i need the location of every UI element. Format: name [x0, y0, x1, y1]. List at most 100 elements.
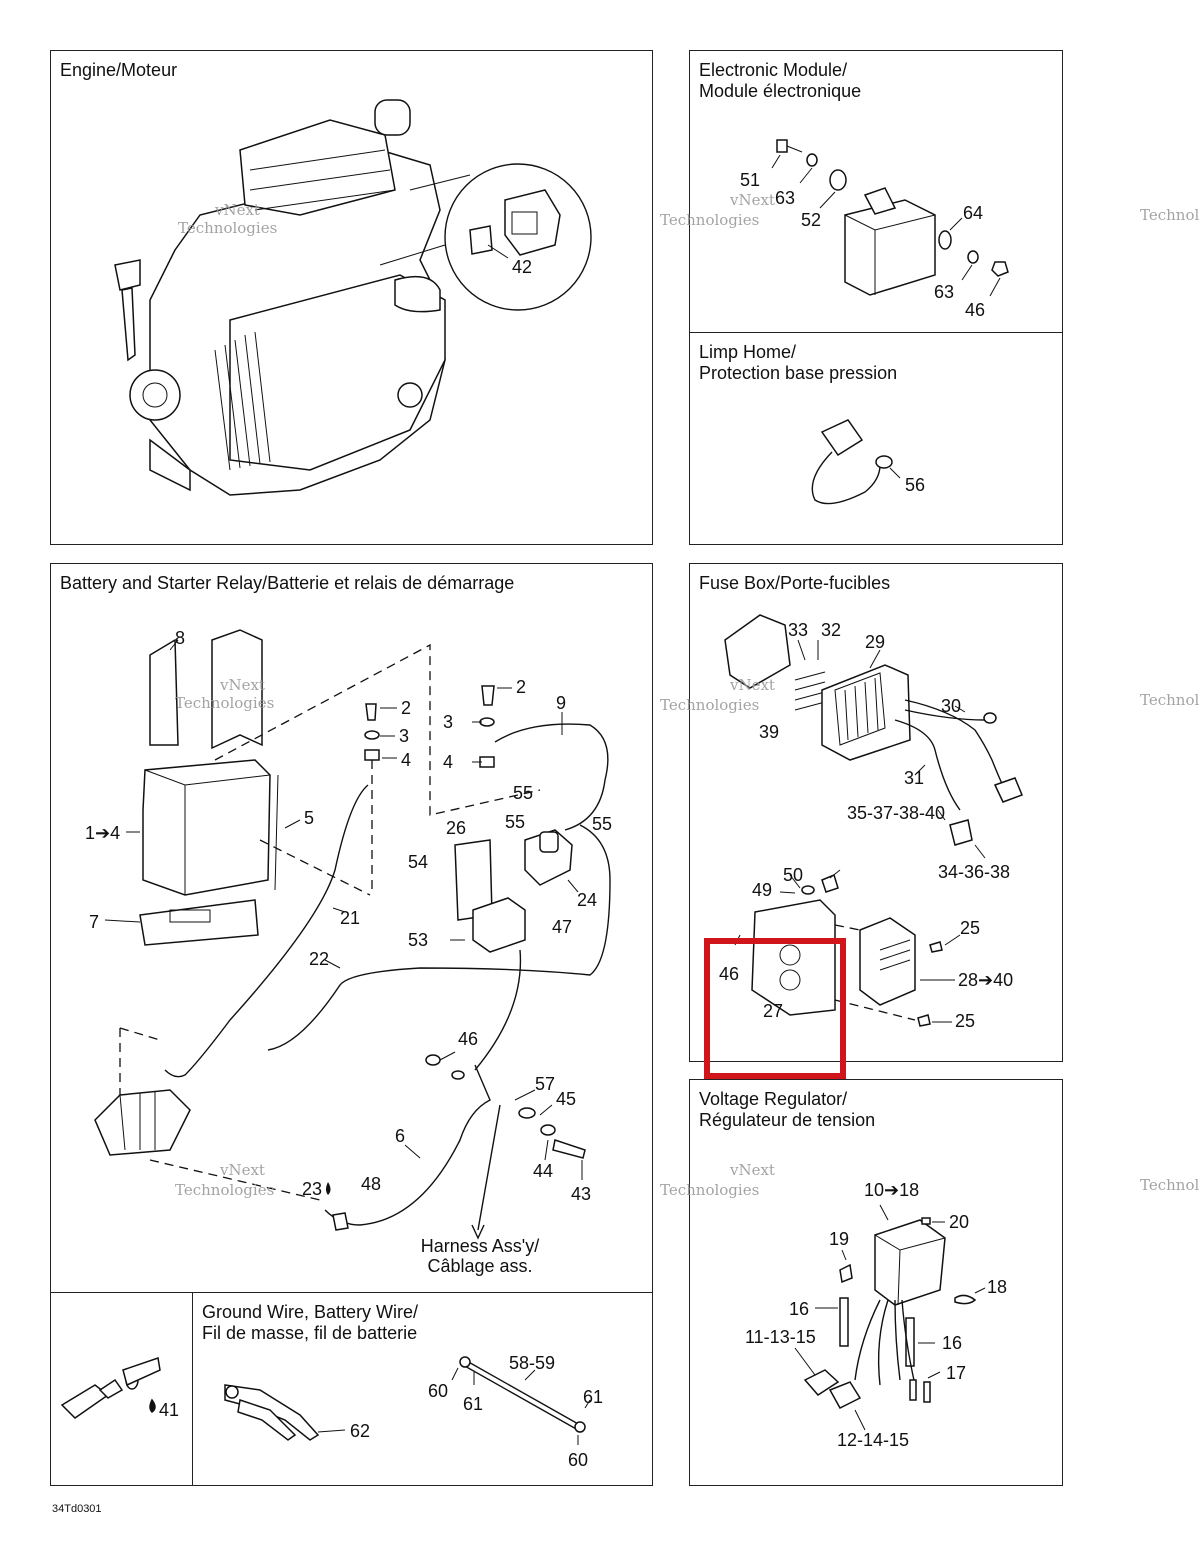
- ground-connector-illustration: [60, 1357, 161, 1419]
- part-label: 9: [556, 693, 566, 713]
- watermark-line1: vNext: [729, 191, 775, 209]
- ground-wire-panel: Ground Wire, Battery Wire/ Fil de masse,…: [192, 1292, 653, 1486]
- fuse-box-illustration: [724, 614, 1023, 1027]
- highlight-box: [704, 938, 846, 1079]
- part-label: 45: [556, 1089, 576, 1109]
- part-label: 3: [399, 726, 409, 746]
- watermark-line2: Technologies: [178, 219, 277, 237]
- part-label: 55: [592, 814, 612, 834]
- part-label: 53: [408, 930, 428, 950]
- part-label: 63: [934, 282, 954, 302]
- part-label: 61: [583, 1387, 603, 1407]
- part-label: 20: [949, 1212, 969, 1232]
- part-label: 64: [963, 203, 983, 223]
- harness-label: Harness Ass'y/ Câblage ass.: [420, 1236, 540, 1276]
- drop-icon: [326, 1182, 331, 1195]
- part-label: 55: [505, 812, 525, 832]
- engine-title: Engine/Moteur: [60, 60, 178, 80]
- part-label: 8: [175, 628, 185, 648]
- part-label: 46: [719, 964, 739, 984]
- voltage-regulator-title: Voltage Regulator/ Régulateur de tension: [699, 1089, 876, 1130]
- figure-code: 34Td0301: [52, 1503, 102, 1515]
- part-label: 49: [752, 880, 772, 900]
- watermark-line1: vNext: [214, 201, 260, 219]
- watermark-line2: Technologies: [175, 694, 274, 712]
- part-label: 43: [571, 1184, 591, 1204]
- part-label: 62: [350, 1421, 370, 1441]
- part-label: 55: [513, 783, 533, 803]
- watermark-line1: vNext: [729, 1161, 775, 1179]
- part-label: 7: [89, 912, 99, 932]
- part-label: 22: [309, 949, 329, 969]
- voltage-regulator-illustration: [794, 1204, 986, 1431]
- limp-home-illustration: [811, 419, 901, 505]
- watermark-line2: Technologies: [1140, 206, 1200, 224]
- part-label: 44: [533, 1161, 553, 1181]
- part-label: 24: [577, 890, 597, 910]
- watermarks: vNext Technologies vNext Technologies vN…: [175, 191, 1200, 1199]
- battery-wire-illustration: [451, 1356, 591, 1445]
- part-label: 5: [304, 808, 314, 828]
- part-label: 28➔40: [958, 970, 1013, 990]
- connector-42-callout: [379, 163, 592, 311]
- part-label: 16: [942, 1333, 962, 1353]
- watermark-line2: Technologies: [1140, 1176, 1200, 1194]
- part-label: 60: [428, 1381, 448, 1401]
- part-label: 29: [865, 632, 885, 652]
- part-label: 57: [535, 1074, 555, 1094]
- part-label: 32: [821, 620, 841, 640]
- watermark-line2: Technologies: [660, 211, 759, 229]
- ground-wire-left-panel: [50, 1292, 193, 1486]
- part-label: 18: [987, 1277, 1007, 1297]
- watermark-line2: Technologies: [660, 1181, 759, 1199]
- watermark-line1: vNext: [729, 676, 775, 694]
- part-label: 2: [516, 677, 526, 697]
- part-label: 1➔4: [85, 823, 120, 843]
- fuse-box-title: Fuse Box/Porte-fucibles: [699, 573, 891, 593]
- electronic-module-title: Electronic Module/ Module électronique: [699, 60, 862, 101]
- part-label: 25: [955, 1011, 975, 1031]
- part-label: 54: [408, 852, 428, 872]
- part-label: 10➔18: [864, 1180, 919, 1200]
- part-label: 27: [763, 1001, 783, 1021]
- part-label: 42: [512, 257, 532, 277]
- electronic-module-illustration: [771, 139, 1009, 297]
- part-label: 48: [361, 1174, 381, 1194]
- part-label: 33: [788, 620, 808, 640]
- part-label: 21: [340, 908, 360, 928]
- part-label: 12-14-15: [837, 1430, 909, 1450]
- watermark-line2: Technologies: [1140, 691, 1200, 709]
- part-label: 46: [458, 1029, 478, 1049]
- part-label: 41: [159, 1400, 179, 1420]
- part-label: 50: [783, 865, 803, 885]
- part-label: 26: [446, 818, 466, 838]
- part-label: 4: [401, 750, 411, 770]
- part-label: 34-36-38: [938, 862, 1010, 882]
- crimp-tool-illustration: [224, 1384, 346, 1441]
- part-label: 25: [960, 918, 980, 938]
- watermark-line1: vNext: [219, 676, 265, 694]
- part-label: 58-59: [509, 1353, 555, 1373]
- engine-illustration: [114, 99, 446, 496]
- limp-home-title: Limp Home/ Protection base pression: [699, 342, 898, 383]
- part-label: 30: [941, 696, 961, 716]
- part-label: 31: [904, 768, 924, 788]
- part-label: 60: [568, 1450, 588, 1470]
- part-label: 46: [965, 300, 985, 320]
- part-label: 11-13-15: [745, 1327, 816, 1347]
- part-label: 4: [443, 752, 453, 772]
- part-label: 16: [789, 1299, 809, 1319]
- part-label: 52: [801, 210, 821, 230]
- watermark-line2: Technologies: [660, 696, 759, 714]
- part-label: 2: [401, 698, 411, 718]
- limp-home-panel: Limp Home/ Protection base pression: [689, 332, 1063, 545]
- part-label: 19: [829, 1229, 849, 1249]
- part-label: 39: [759, 722, 779, 742]
- part-label: 47: [552, 917, 572, 937]
- part-label: 17: [946, 1363, 966, 1383]
- part-label: 3: [443, 712, 453, 732]
- part-label: 61: [463, 1394, 483, 1414]
- part-label: 35-37-38-40: [847, 803, 945, 823]
- ground-wire-title: Ground Wire, Battery Wire/ Fil de masse,…: [202, 1302, 419, 1343]
